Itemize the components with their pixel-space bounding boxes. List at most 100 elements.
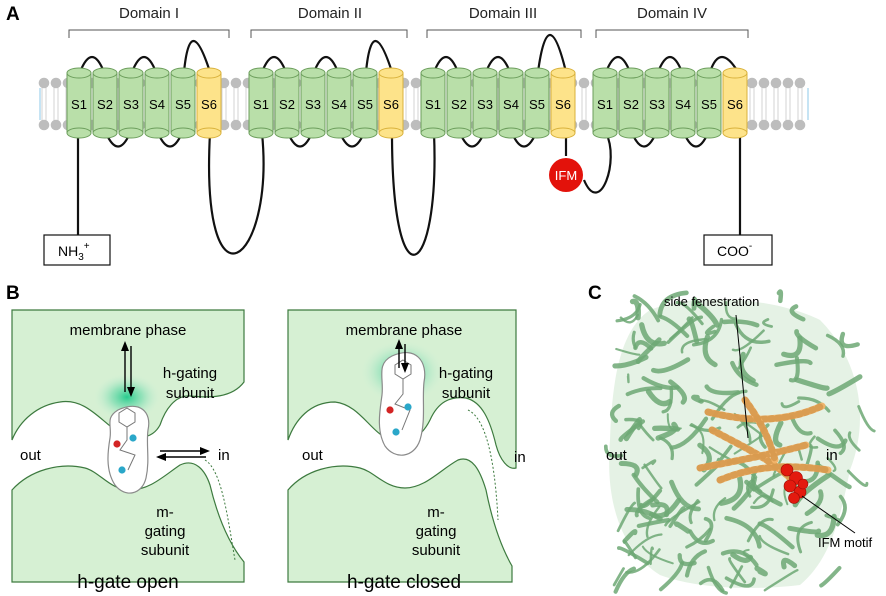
lipid-head [758, 119, 770, 131]
segment-s1: S1 [66, 67, 92, 139]
m-gating-label: gating [416, 523, 457, 540]
segment-label: S6 [555, 97, 571, 112]
segment-s2: S2 [274, 67, 300, 139]
segment-label: S4 [331, 97, 347, 112]
segment-s5: S5 [524, 67, 550, 139]
lipid-head [794, 77, 806, 89]
panel-b-label: B [6, 283, 20, 304]
caption-open: h-gate open [77, 572, 178, 593]
domain-label: Domain III [469, 5, 537, 22]
segment-label: S1 [253, 97, 269, 112]
segment-s4: S4 [144, 67, 170, 139]
segment-label: S3 [477, 97, 493, 112]
segment-label: S3 [649, 97, 665, 112]
segment-label: S5 [701, 97, 717, 112]
segment-s4: S4 [670, 67, 696, 139]
lipid-head [770, 119, 782, 131]
segment-s6: S6 [196, 67, 222, 139]
in-label: in [218, 447, 230, 464]
segment-s6: S6 [722, 67, 748, 139]
segment-s2: S2 [92, 67, 118, 139]
segment-label: S1 [425, 97, 441, 112]
transmembrane-segments: S1 S2 S3 S4 S5 S6 S1 S2 S3 S4 S5 S6 S1 S2 S3 S4 S5 S6 S1 S2… [66, 67, 748, 139]
m-gating-label: subunit [141, 542, 190, 559]
segment-label: S1 [71, 97, 87, 112]
segment-s2: S2 [618, 67, 644, 139]
segment-s2: S2 [446, 67, 472, 139]
segment-s3: S3 [118, 67, 144, 139]
membrane-glow [93, 373, 161, 421]
domain-label: Domain IV [637, 5, 707, 22]
segment-s1: S1 [420, 67, 446, 139]
out-label: out [606, 447, 628, 464]
h-gating-label: subunit [442, 385, 491, 402]
m-gating-label: gating [145, 523, 186, 540]
segment-label: S3 [123, 97, 139, 112]
s6-helices [696, 396, 832, 484]
h-gating-label: h-gating [439, 365, 493, 382]
segment-s4: S4 [326, 67, 352, 139]
domain-brackets [68, 29, 749, 38]
motif-pointer [801, 495, 856, 534]
ifm-motif-label: IFM [555, 168, 577, 183]
segment-label: S6 [201, 97, 217, 112]
panel-c-label: C [588, 283, 602, 304]
lipid-head [230, 119, 242, 131]
segment-label: S4 [503, 97, 519, 112]
lipid-head [230, 77, 242, 89]
h-gating-label: h-gating [163, 365, 217, 382]
out-label: out [302, 447, 324, 464]
segment-s1: S1 [248, 67, 274, 139]
segment-label: S5 [175, 97, 191, 112]
segment-label: S1 [597, 97, 613, 112]
lipid-head [50, 77, 62, 89]
lipid-head [410, 77, 422, 89]
caption-closed: h-gate closed [347, 572, 461, 593]
ifm-motif-marker [549, 158, 583, 192]
segment-s3: S3 [472, 67, 498, 139]
domain-label: Domain II [298, 5, 362, 22]
m-gating-label: subunit [412, 542, 461, 559]
lipid-head [782, 119, 794, 131]
lipid-head [38, 119, 50, 131]
n-terminus-label: NH3+ [58, 241, 90, 263]
in-label: in [514, 449, 526, 466]
segment-label: S2 [451, 97, 467, 112]
lipid-head [746, 119, 758, 131]
ifm-motif-spheres [780, 463, 809, 504]
segment-label: S4 [149, 97, 165, 112]
segment-label: S6 [727, 97, 743, 112]
lipid-head [38, 77, 50, 89]
h-gate-closed-diagram: membrane phase h-gating subunit m- gatin… [287, 309, 526, 593]
segment-label: S5 [529, 97, 545, 112]
segment-s1: S1 [592, 67, 618, 139]
membrane-phase-label: membrane phase [70, 322, 187, 339]
segment-s6: S6 [550, 67, 576, 139]
segment-s5: S5 [696, 67, 722, 139]
lipid-head [410, 119, 422, 131]
segment-label: S5 [357, 97, 373, 112]
ifm-motif-annotation: IFM motif [818, 535, 873, 550]
c-terminus-label: COO- [717, 241, 752, 259]
lipid-head [794, 119, 806, 131]
h-gating-label: subunit [166, 385, 215, 402]
n-terminus-box [43, 234, 111, 266]
backbone-loops [76, 34, 742, 256]
lipid-head [746, 77, 758, 89]
segment-label: S2 [279, 97, 295, 112]
in-label: in [826, 447, 838, 464]
segment-s3: S3 [300, 67, 326, 139]
segment-s5: S5 [352, 67, 378, 139]
ifm-ligand [107, 405, 150, 494]
m-gating-label: m- [156, 504, 174, 521]
lipid-head [758, 77, 770, 89]
domain-label: Domain I [119, 5, 179, 22]
fenestration-pointer [735, 314, 749, 439]
side-fenestration-label: side fenestration [664, 294, 759, 309]
segment-label: S2 [97, 97, 113, 112]
out-label: out [20, 447, 42, 464]
ifm-ligand [378, 351, 426, 456]
segment-label: S3 [305, 97, 321, 112]
segment-s4: S4 [498, 67, 524, 139]
